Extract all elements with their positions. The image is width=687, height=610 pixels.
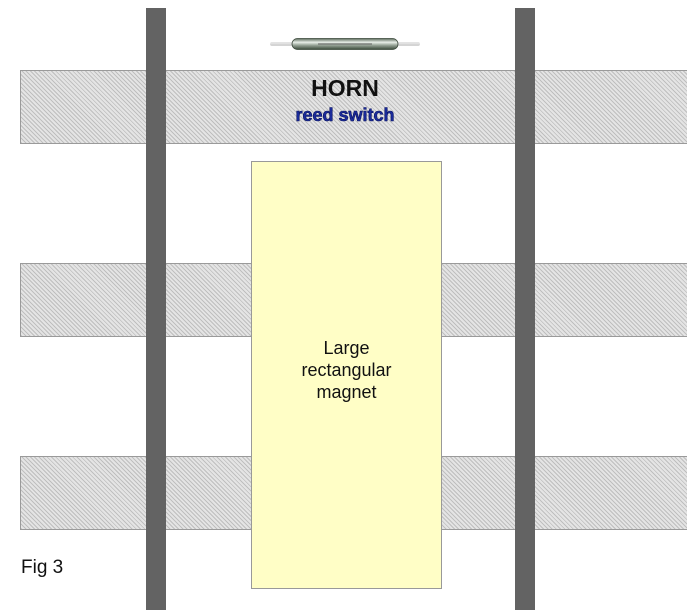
figure-label: Fig 3	[21, 557, 64, 578]
magnet-label-line-3: magnet	[316, 382, 377, 402]
reed-switch-caption: reed switch	[295, 105, 395, 126]
magnet: Large rectangular magnet	[251, 161, 442, 589]
reed-switch-title: HORN	[311, 75, 379, 101]
magnet-label-line-2: rectangular	[301, 360, 392, 380]
magnet-label: Large rectangular magnet	[252, 337, 441, 403]
track-tie-top	[20, 70, 687, 144]
rail-left	[146, 8, 166, 610]
magnet-label-line-1: Large	[323, 338, 370, 358]
rail-right	[515, 8, 535, 610]
reed-switch-icon	[270, 38, 420, 50]
